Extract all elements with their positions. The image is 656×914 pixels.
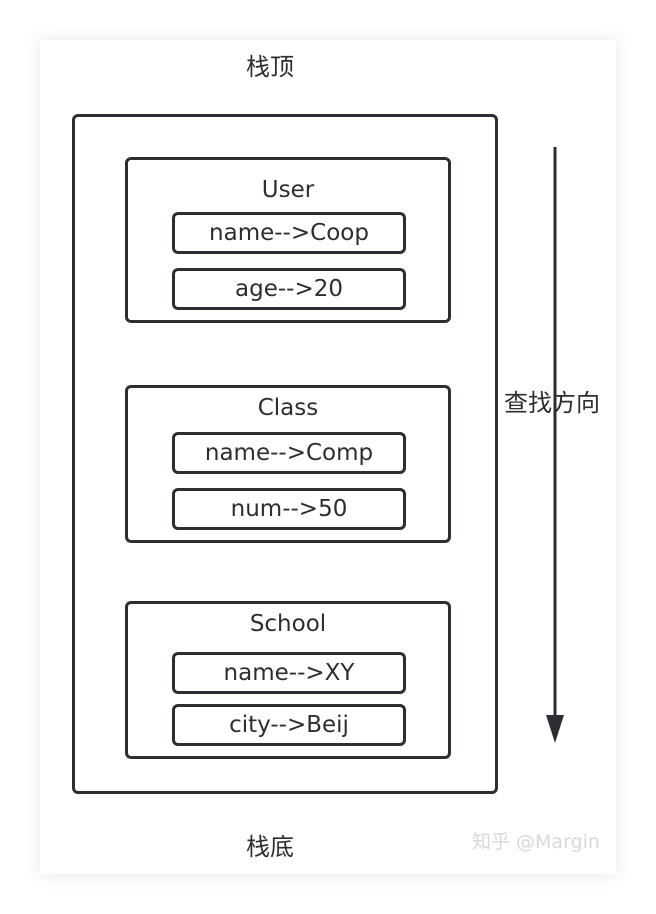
frame-field: city-->Beij <box>172 704 406 746</box>
stack-frame-school: School name-->XY city-->Beij <box>125 601 451 759</box>
frame-field: name-->Coop <box>172 212 406 254</box>
stack-frame-user: User name-->Coop age-->20 <box>125 157 451 323</box>
stack-top-label: 栈顶 <box>246 53 294 81</box>
frame-field: name-->Comp <box>172 432 406 474</box>
stack-frame-class: Class name-->Comp num-->50 <box>125 385 451 543</box>
frame-field: num-->50 <box>172 488 406 530</box>
frame-field: name-->XY <box>172 652 406 694</box>
frame-title: Class <box>257 395 319 421</box>
frame-field: age-->20 <box>172 268 406 310</box>
frame-title: User <box>261 177 315 203</box>
diagram-canvas: 栈顶 User name-->Coop age-->20 Class name-… <box>40 40 616 874</box>
stack-bottom-label: 栈底 <box>246 833 294 861</box>
frame-title: School <box>249 611 327 637</box>
watermark: 知乎 @Margin <box>472 831 600 853</box>
stack-container: User name-->Coop age-->20 Class name-->C… <box>72 114 498 794</box>
search-direction-label: 查找方向 <box>504 389 600 417</box>
search-direction-arrow <box>546 147 564 743</box>
